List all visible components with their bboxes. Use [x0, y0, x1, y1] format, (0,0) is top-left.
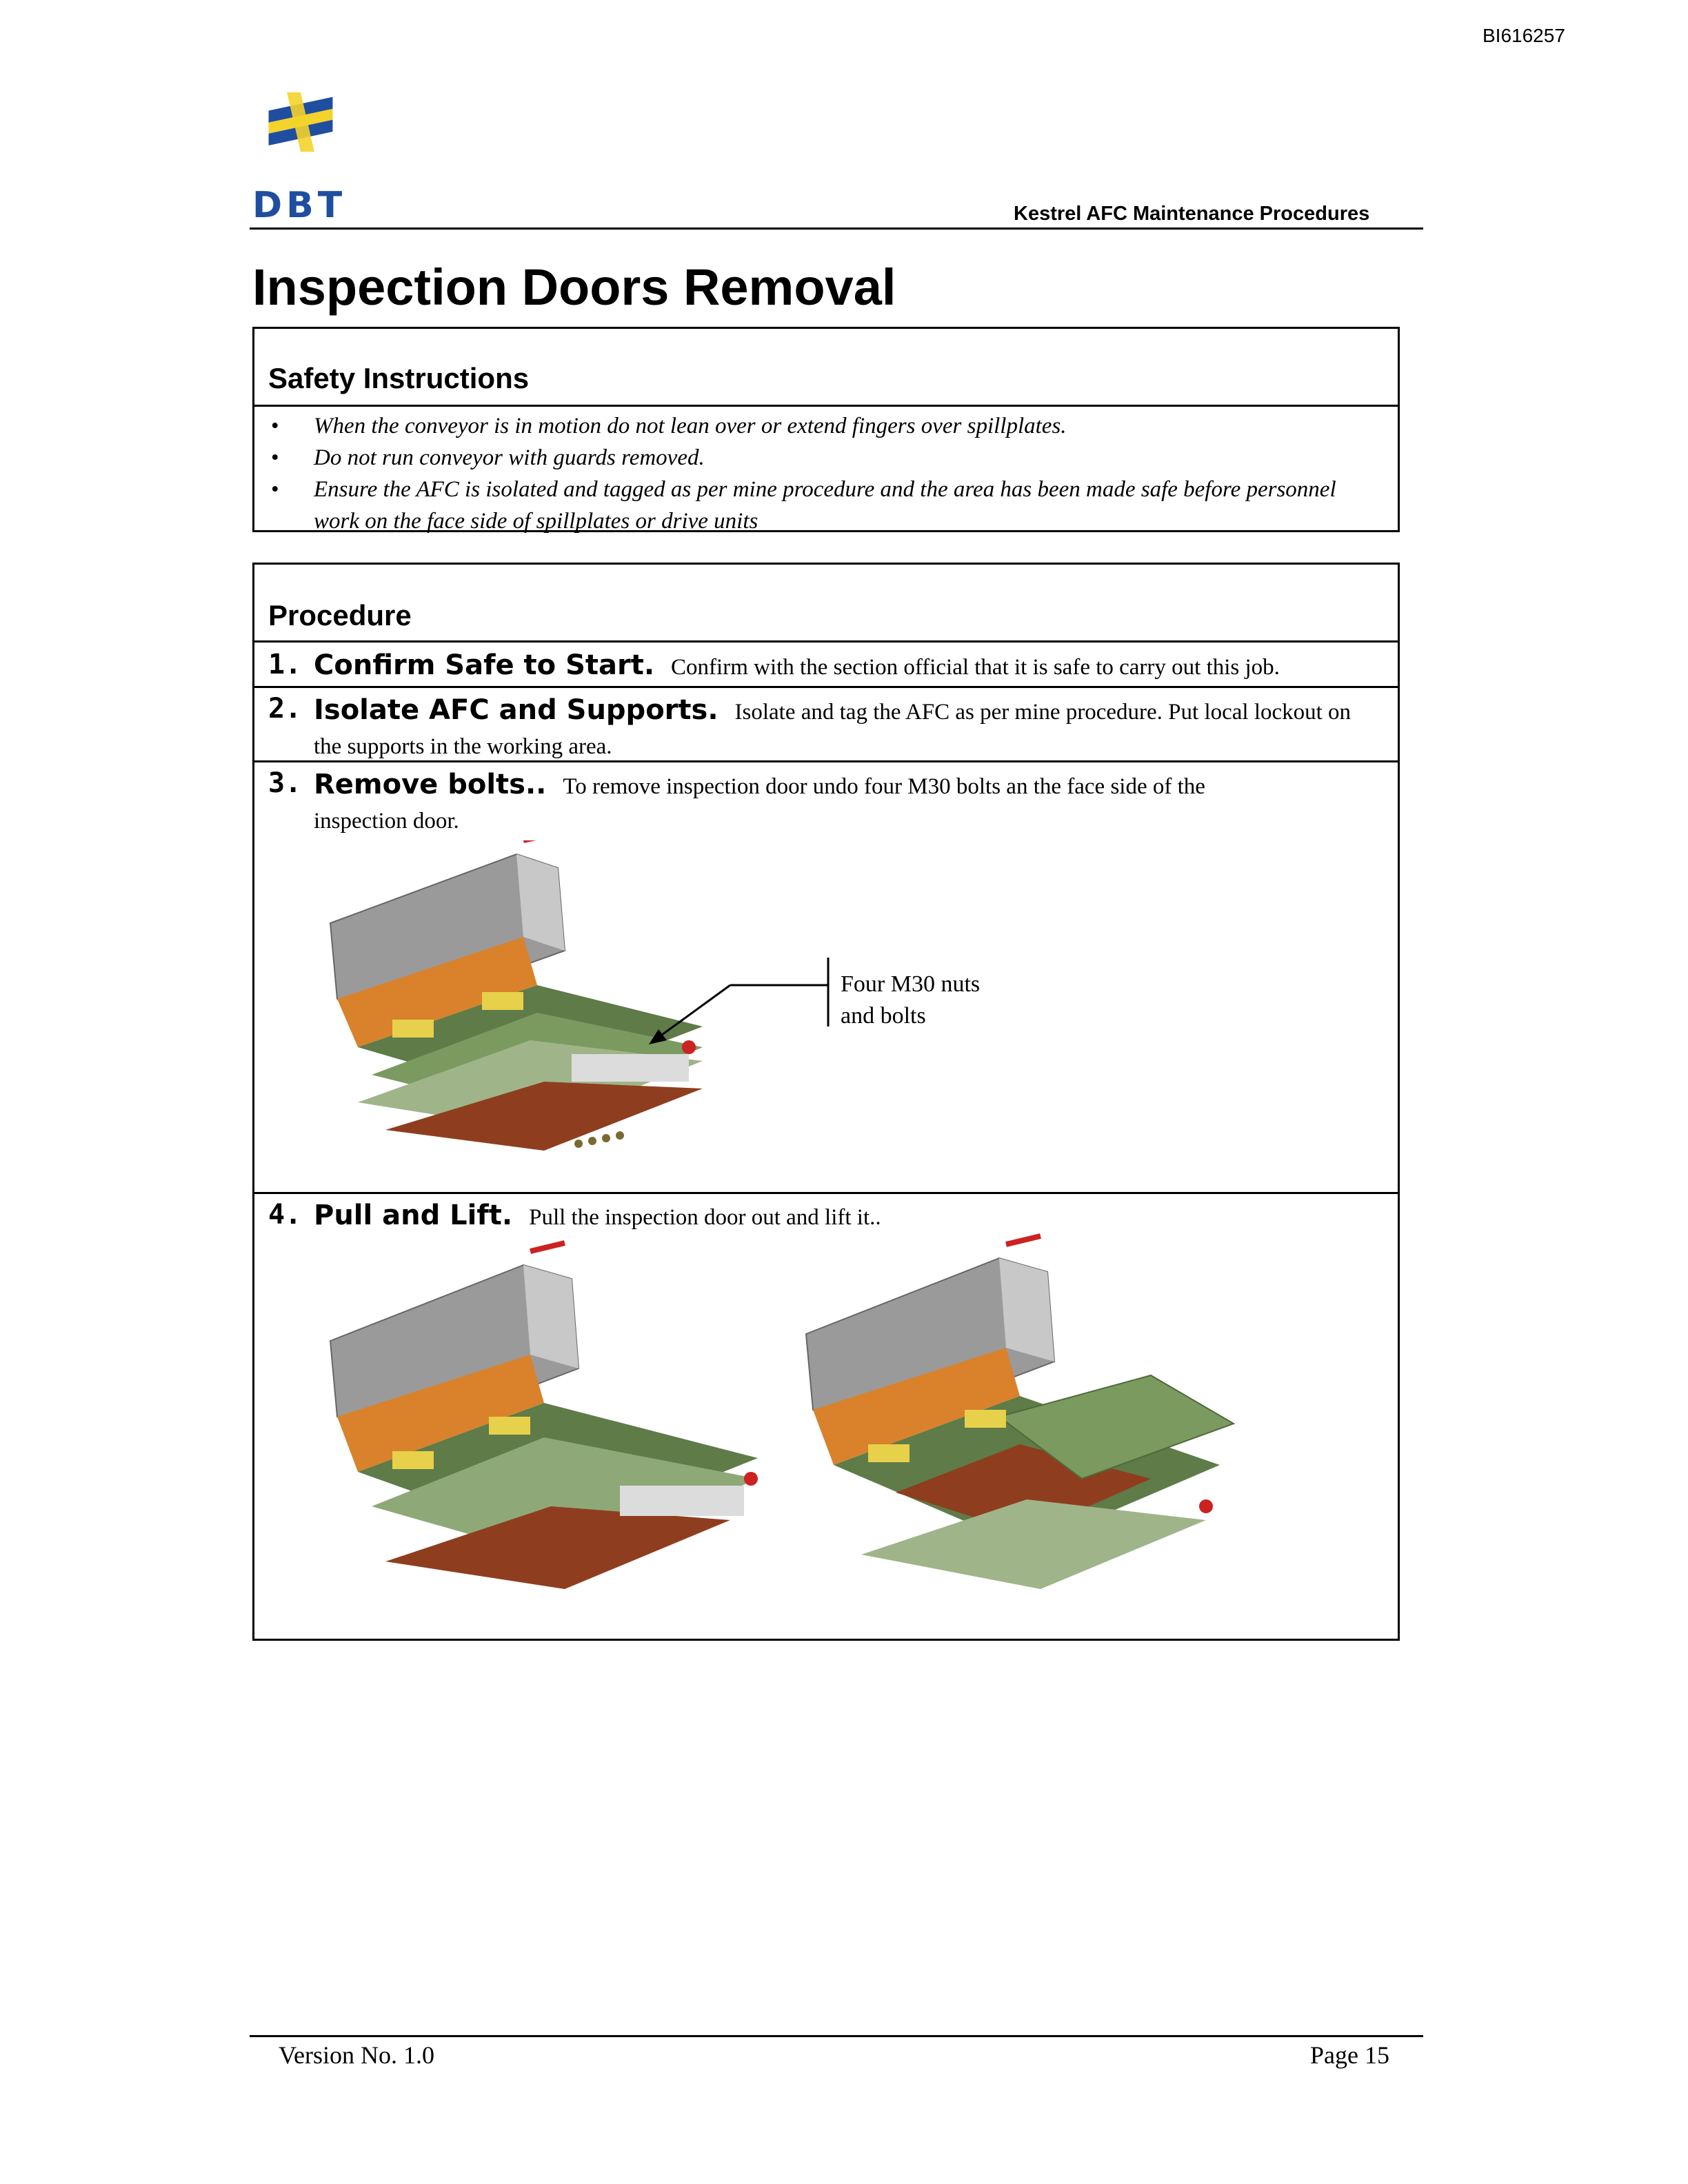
step-title: Remove bolts.. [314, 769, 547, 800]
step-text: To remove inspection door undo four M30 … [314, 774, 1205, 833]
bullet-icon: • [271, 477, 279, 502]
step-number: 4. [268, 1199, 302, 1231]
safety-item: •When the conveyor is in motion do not l… [254, 410, 1398, 442]
divider [254, 640, 1398, 643]
step-text: Confirm with the section official that i… [671, 655, 1280, 680]
step-title: Pull and Lift. [314, 1200, 513, 1231]
safety-item: •Do not run conveyor with guards removed… [254, 442, 1398, 474]
step-title: Isolate AFC and Supports. [314, 694, 719, 726]
bullet-icon: • [271, 414, 279, 438]
callout-label: Four M30 nuts and bolts [841, 971, 981, 1029]
safety-list: •When the conveyor is in motion do not l… [254, 410, 1398, 537]
page-title: Inspection Doors Removal [252, 259, 896, 316]
step-text: Pull the inspection door out and lift it… [529, 1205, 881, 1230]
conveyor-door-open-illustration [329, 1240, 758, 1589]
step-number: 2. [268, 693, 302, 725]
step-number: 1. [268, 649, 302, 680]
procedure-box: Procedure 1. Confirm Safe to Start. Confi… [252, 563, 1400, 1641]
conveyor-pan-illustration [329, 840, 703, 1151]
procedure-step-2: 2. Isolate AFC and Supports.Isolate and … [254, 690, 1398, 759]
logo-text: DBT [252, 185, 347, 226]
dbt-logo [268, 92, 333, 152]
procedure-step-4: 4. Pull and Lift. Pull the inspection doo… [254, 1196, 1398, 1637]
footer-version: Version No. 1.0 [279, 2041, 434, 2069]
safety-instructions-box: Safety Instructions •When the conveyor i… [252, 327, 1400, 534]
divider [254, 1192, 1398, 1194]
procedure-heading: Procedure [268, 599, 412, 631]
safety-heading: Safety Instructions [268, 362, 530, 394]
divider [254, 405, 1398, 407]
step-title: Confirm Safe to Start. [314, 649, 655, 681]
footer-page-number: Page 15 [1310, 2041, 1389, 2069]
header-rule [250, 228, 1423, 230]
footer-rule [250, 2035, 1423, 2037]
procedure-step-1: 1. Confirm Safe to Start. Confirm with th… [254, 646, 1398, 687]
safety-item: •Ensure the AFC is isolated and tagged a… [254, 474, 1398, 537]
procedure-step-3: 3. Remove bolts..To remove inspection do… [254, 765, 1398, 1192]
step-text: Isolate and tag the AFC as per mine proc… [314, 700, 1352, 759]
document-id: BI616257 [1483, 25, 1565, 46]
step-number: 3. [268, 767, 302, 799]
bullet-icon: • [271, 445, 279, 470]
inspection-door-lifted-illustration [805, 1233, 1236, 1589]
header-title: Kestrel AFC Maintenance Procedures [1014, 203, 1370, 225]
callout-arrow [649, 958, 830, 1044]
divider [254, 760, 1398, 762]
divider [254, 686, 1398, 688]
